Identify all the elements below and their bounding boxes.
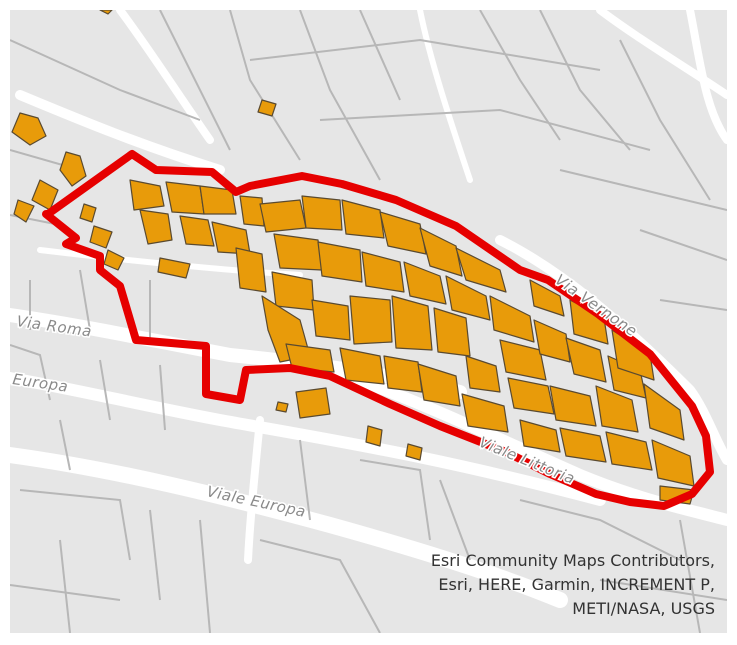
building (405, 443, 423, 461)
building (257, 99, 277, 117)
building (565, 337, 607, 383)
building (419, 227, 463, 277)
building (499, 339, 547, 381)
road-north-east (596, 10, 727, 99)
road-east (686, 10, 727, 144)
road-south-spur (244, 416, 264, 564)
building (519, 419, 561, 453)
historic-center-boundary (42, 150, 714, 510)
road-viale-littoria (324, 364, 727, 526)
building (103, 249, 125, 271)
building (129, 179, 165, 211)
building (605, 431, 653, 471)
building (89, 225, 113, 249)
building (341, 199, 385, 239)
attribution-line: METI/NASA, USGS (572, 599, 715, 618)
road-europa (10, 372, 606, 506)
building (99, 10, 113, 15)
building (445, 275, 491, 321)
map-canvas[interactable]: Via Roma Europa Viale Europa Viale Litto… (10, 10, 727, 633)
building (259, 199, 307, 233)
building (461, 393, 509, 433)
road-inner-2 (417, 10, 473, 183)
building (339, 347, 385, 385)
building (13, 199, 35, 223)
attribution-line: Esri Community Maps Contributors, (430, 551, 715, 570)
building (365, 425, 383, 447)
building (179, 215, 215, 247)
building (199, 185, 237, 215)
road-northwest (116, 10, 214, 144)
building (11, 112, 47, 146)
building (79, 203, 97, 223)
building (465, 355, 501, 393)
building (59, 151, 87, 187)
building (529, 279, 565, 317)
building (507, 377, 555, 415)
building (235, 247, 267, 293)
building (417, 363, 461, 407)
road-viale-europa (10, 447, 568, 608)
building (239, 195, 265, 227)
building (285, 343, 335, 373)
building (295, 387, 331, 419)
attribution-line: Esri, HERE, Garmin, INCREMENT P, (438, 575, 715, 594)
buildings-layer (11, 10, 695, 505)
building (433, 307, 471, 357)
building (559, 427, 607, 463)
building (311, 299, 351, 341)
building (301, 195, 343, 231)
road-north (15, 90, 225, 175)
building (349, 295, 393, 345)
building (139, 209, 173, 245)
map-view[interactable]: Via Roma Europa Viale Europa Viale Litto… (10, 10, 727, 633)
building (275, 401, 289, 413)
building (533, 319, 571, 363)
building (455, 247, 507, 293)
parcels-layer (10, 10, 727, 633)
building (379, 211, 427, 255)
building (403, 261, 447, 305)
building (317, 241, 363, 283)
building (643, 383, 685, 441)
building (273, 233, 323, 271)
building (165, 181, 205, 215)
building (361, 251, 405, 293)
building (489, 295, 535, 343)
building (383, 355, 423, 393)
building (595, 385, 639, 433)
building (157, 257, 191, 279)
building (391, 295, 433, 351)
map-attribution: Esri Community Maps Contributors, Esri, … (431, 549, 715, 621)
building (549, 385, 597, 427)
